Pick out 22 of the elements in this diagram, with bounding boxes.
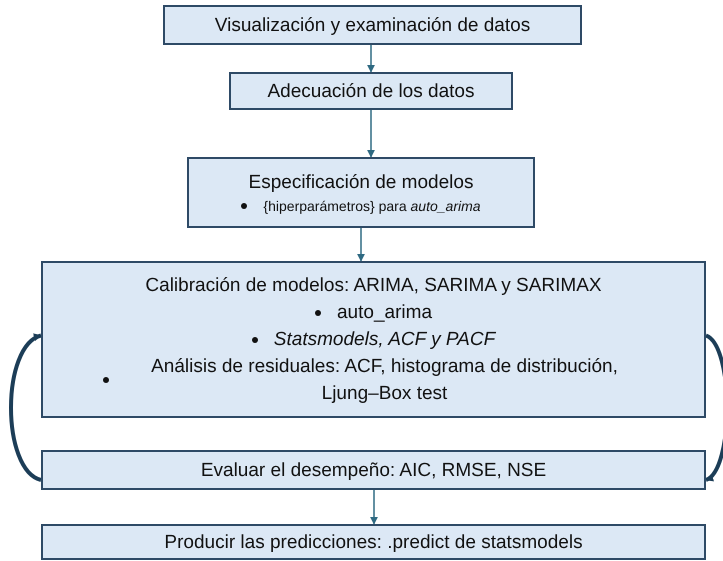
process-box: [41, 450, 706, 490]
feedback-arrow: [9, 334, 42, 482]
box-heading: Evaluar el desempeño: AIC, RMSE, NSE: [200, 458, 546, 482]
process-box: [187, 157, 535, 228]
bullet-text: auto_arima: [336, 301, 432, 325]
bullet-text: Statsmodels, ACF y PACF: [274, 328, 496, 352]
arrow: [370, 490, 378, 525]
box-heading: Visualización y examinación de datos: [214, 14, 530, 38]
arrow: [367, 45, 375, 73]
box-heading: Calibración de modelos: ARIMA, SARIMA y SARIMAX: [145, 274, 602, 298]
box-heading: Especificación de modelos: [248, 171, 474, 195]
process-box: [229, 72, 513, 110]
feedback-arrow: [704, 334, 723, 482]
arrow: [357, 228, 365, 262]
arrow: [367, 110, 375, 158]
bullet-text: {hiperparámetros} para auto_arima: [263, 197, 481, 216]
process-box: [41, 524, 706, 560]
box-heading: Producir las predicciones: .predict de statsmodels: [164, 530, 583, 554]
bullet-text: Análisis de residuales: ACF, histograma de distribución, Ljung–Box test: [150, 355, 619, 406]
process-box: [163, 5, 582, 45]
process-box: [41, 261, 706, 418]
box-heading: Adecuación de los datos: [267, 80, 475, 104]
